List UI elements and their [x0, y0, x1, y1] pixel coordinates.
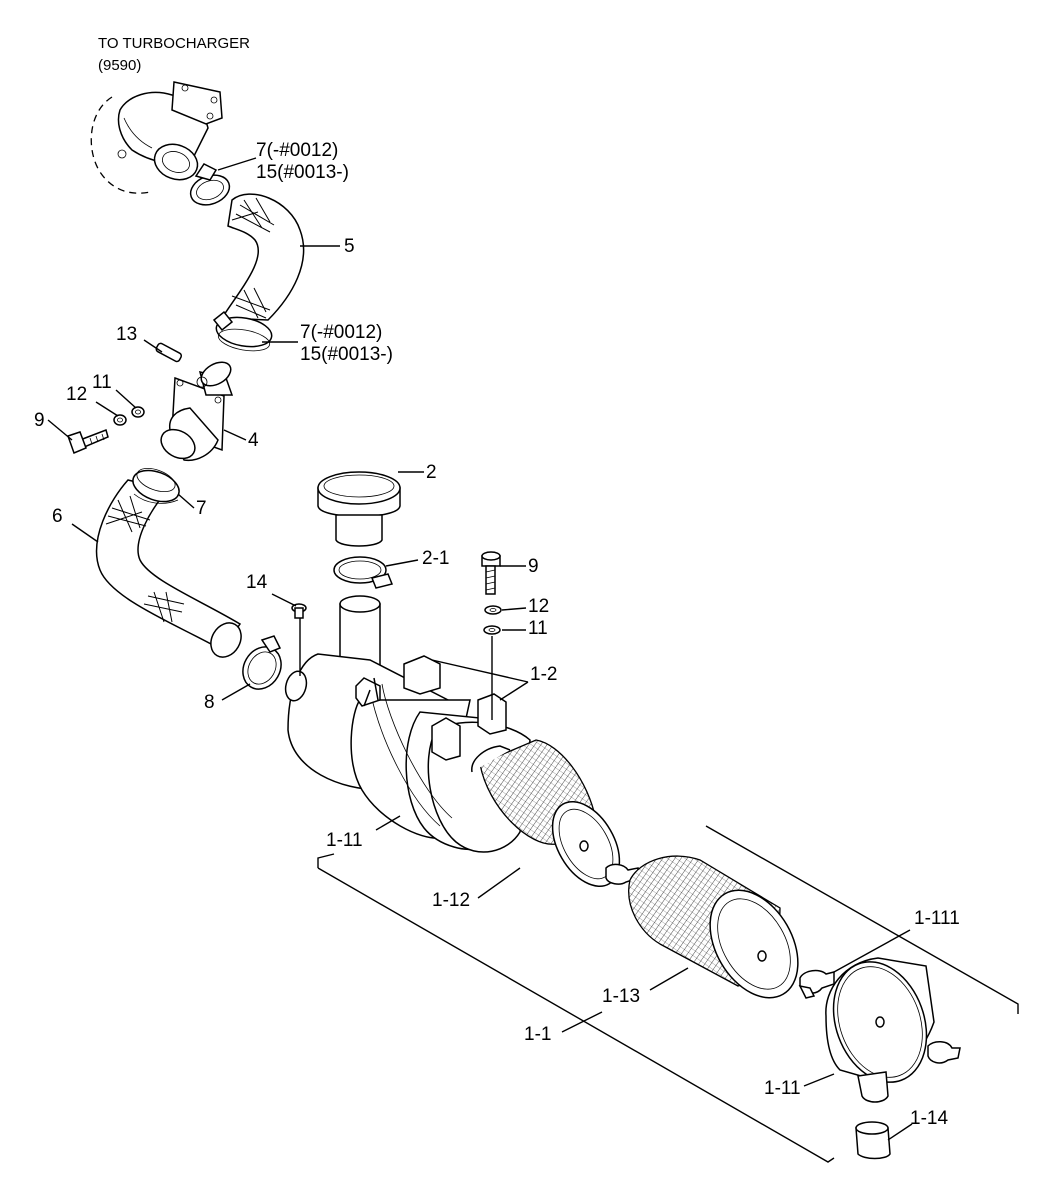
hose-6 — [95, 467, 242, 658]
hose-5 — [220, 193, 305, 321]
callout-15-middle: 15(#0013-) — [300, 344, 393, 365]
callout-14: 14 — [246, 572, 268, 593]
callout-1-14: 1-14 — [910, 1108, 948, 1129]
filter-element-1-13 — [628, 855, 799, 999]
bolt-9-left — [67, 429, 109, 454]
callout-1-11-bottom: 1-11 — [764, 1078, 801, 1099]
callout-13: 13 — [116, 324, 137, 345]
turbocharger-outlet — [90, 81, 223, 194]
bolt-9-right — [481, 551, 501, 595]
callout-1-13: 1-13 — [602, 986, 640, 1007]
plug-14 — [291, 603, 307, 619]
callout-labels: 7(-#0012) 15(#0013-) 5 7(-#0012) 15(#001… — [34, 140, 960, 1129]
flange-elbow-4 — [160, 361, 234, 462]
washer-11-right — [483, 625, 501, 635]
filter-element-1-12 — [471, 739, 621, 887]
callout-1-2: 1-2 — [530, 664, 557, 685]
pin-13 — [155, 342, 183, 363]
callout-11-left: 11 — [92, 372, 112, 393]
callout-7-middle: 7(-#0012) — [300, 322, 382, 343]
assembly-bracket-1-1 — [317, 825, 1019, 1163]
callout-11-right: 11 — [528, 618, 548, 639]
washer-12-left — [113, 414, 127, 426]
header-line-2: (9590) — [98, 57, 141, 74]
callout-12-right: 12 — [528, 596, 549, 617]
hose-clamp-8 — [242, 635, 282, 690]
clamp-2-1 — [333, 556, 394, 589]
air-cleaner-body — [284, 595, 531, 853]
callout-1-11-top: 1-11 — [326, 830, 363, 851]
callout-7-top: 7(-#0012) — [256, 140, 338, 161]
callout-2: 2 — [426, 462, 437, 483]
callout-9-left: 9 — [34, 410, 45, 431]
callout-4: 4 — [248, 430, 259, 451]
callout-9-right: 9 — [528, 556, 539, 577]
callout-5: 5 — [344, 236, 355, 257]
washer-12-right — [484, 605, 502, 615]
wing-nut-cover — [927, 1041, 961, 1064]
callout-15-top: 15(#0013-) — [256, 162, 349, 183]
callout-8: 8 — [204, 692, 215, 713]
precleaner-cap-2 — [317, 471, 401, 547]
callout-1-111: 1-111 — [914, 908, 960, 929]
callout-1-12: 1-12 — [432, 890, 470, 911]
callout-6: 6 — [52, 506, 63, 527]
hose-clamp-top — [189, 163, 231, 206]
air-cleaner-cover — [825, 957, 935, 1103]
leader-lines — [47, 157, 913, 1141]
hose-clamp-middle — [212, 310, 273, 352]
washer-11-left — [131, 406, 145, 418]
callout-7: 7 — [196, 498, 207, 519]
dust-cap-1-14 — [855, 1121, 891, 1160]
header-line-1: TO TURBOCHARGER — [98, 35, 250, 52]
callout-2-1: 2-1 — [422, 548, 449, 569]
callout-1-1: 1-1 — [524, 1024, 551, 1045]
callout-12-left: 12 — [66, 384, 87, 405]
